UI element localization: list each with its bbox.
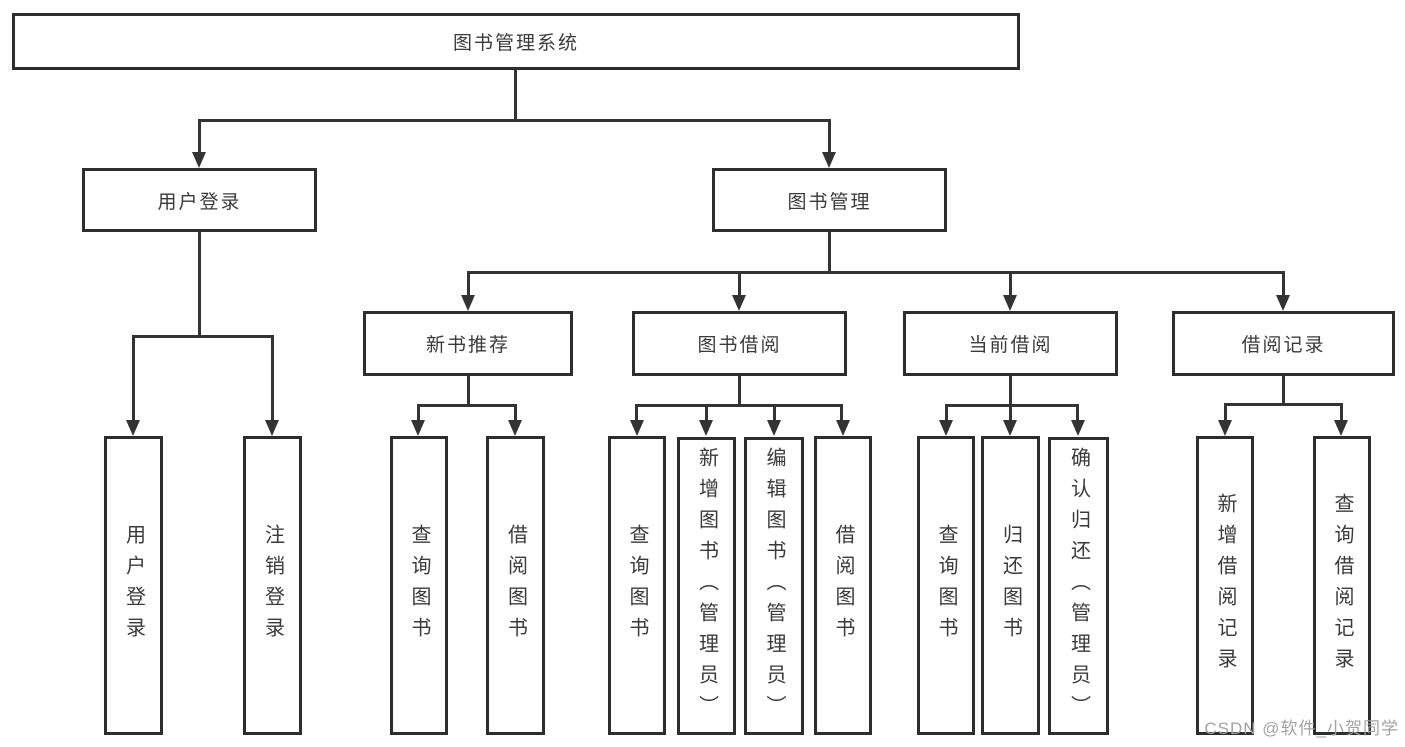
connector-line — [1076, 404, 1079, 422]
arrowhead-icon — [699, 420, 713, 436]
node-new-book-recommend: 新书推荐 — [363, 311, 573, 376]
leaf-label: 查询图书 — [935, 523, 957, 648]
connector-line — [132, 335, 135, 423]
leaf-bb-query-books: 查询图书 — [608, 436, 666, 735]
connector-line — [635, 404, 638, 422]
connector-line — [635, 404, 843, 407]
arrowhead-icon — [1003, 295, 1017, 311]
leaf-label: 编辑图书（管理员） — [763, 446, 785, 726]
leaf-bb-add-books-admin: 新增图书（管理员） — [677, 437, 736, 735]
connector-line — [467, 376, 470, 407]
leaf-label: 借阅图书 — [832, 523, 854, 648]
leaf-cb-confirm-return-admin: 确认归还（管理员） — [1048, 437, 1109, 735]
arrowhead-icon — [939, 420, 953, 436]
arrowhead-icon — [411, 420, 425, 436]
connector-line — [132, 335, 274, 338]
node-label: 图书管理 — [787, 191, 872, 213]
arrowhead-icon — [630, 420, 644, 436]
leaf-label: 查询图书 — [626, 523, 648, 648]
connector-line — [198, 232, 201, 337]
connector-line — [1009, 404, 1012, 422]
arrowhead-icon — [461, 295, 475, 311]
node-label: 用户登录 — [157, 191, 242, 213]
node-label: 当前借阅 — [968, 335, 1053, 356]
node-book-management: 图书管理 — [712, 168, 947, 232]
connector-line — [1009, 376, 1012, 407]
leaf-logout: 注销登录 — [243, 436, 302, 735]
leaf-label: 归还图书 — [999, 523, 1022, 648]
connector-line — [945, 404, 948, 422]
arrowhead-icon — [1218, 420, 1232, 436]
arrowhead-icon — [1334, 420, 1348, 436]
connector-line — [417, 404, 517, 407]
node-label: 图书借阅 — [697, 335, 782, 356]
leaf-cb-query-books: 查询图书 — [917, 436, 975, 735]
connector-line — [828, 232, 831, 274]
connector-line — [271, 335, 274, 423]
leaf-bb-edit-books-admin: 编辑图书（管理员） — [744, 437, 804, 735]
connector-line — [1340, 403, 1343, 422]
node-label: 图书管理系统 — [452, 33, 579, 54]
arrowhead-icon — [1003, 420, 1017, 436]
arrowhead-icon — [508, 420, 522, 436]
connector-line — [773, 404, 776, 422]
connector-line — [1282, 271, 1285, 298]
connector-line — [467, 271, 470, 298]
connector-line — [828, 119, 831, 154]
arrowhead-icon — [767, 420, 781, 436]
connector-line — [514, 404, 517, 422]
arrowhead-icon — [822, 152, 836, 168]
arrowhead-icon — [1276, 295, 1290, 311]
leaf-br-add-record: 新增借阅记录 — [1196, 436, 1254, 735]
connector-line — [198, 119, 201, 154]
connector-line — [1224, 403, 1342, 406]
node-book-borrow: 图书借阅 — [632, 311, 847, 376]
leaf-label: 新增图书（管理员） — [695, 446, 718, 726]
node-label: 借阅记录 — [1241, 335, 1326, 356]
arrowhead-icon — [126, 420, 140, 436]
leaf-user-login: 用户登录 — [104, 436, 163, 735]
node-borrow-records: 借阅记录 — [1172, 311, 1395, 376]
leaf-label: 查询图书 — [408, 523, 430, 648]
leaf-label: 确认归还（管理员） — [1067, 446, 1090, 726]
node-label: 新书推荐 — [425, 335, 510, 356]
leaf-br-query-record: 查询借阅记录 — [1313, 436, 1371, 735]
node-user-login: 用户登录 — [82, 168, 317, 232]
leaf-cb-return-books: 归还图书 — [981, 436, 1040, 735]
node-current-borrow: 当前借阅 — [903, 311, 1118, 376]
connector-line — [467, 271, 1285, 274]
leaf-label: 用户登录 — [122, 523, 145, 648]
leaf-label: 注销登录 — [261, 523, 284, 648]
leaf-nb-query-books: 查询图书 — [390, 436, 448, 735]
watermark-text: CSDN @软件_小贺同学 — [1204, 719, 1399, 738]
leaf-label: 借阅图书 — [504, 523, 527, 648]
connector-line — [738, 376, 741, 407]
connector-line — [1282, 376, 1285, 406]
leaf-bb-borrow-books: 借阅图书 — [814, 436, 872, 735]
connector-line — [738, 271, 741, 298]
arrowhead-icon — [836, 420, 850, 436]
connector-line — [840, 404, 843, 422]
connector-line — [514, 70, 517, 120]
arrowhead-icon — [265, 420, 279, 436]
connector-line — [198, 119, 831, 122]
node-library-system: 图书管理系统 — [12, 13, 1020, 70]
connector-line — [945, 404, 1079, 407]
connector-line — [705, 404, 708, 422]
connector-line — [1224, 403, 1227, 422]
connector-line — [1009, 271, 1012, 298]
arrowhead-icon — [1071, 420, 1085, 436]
leaf-label: 查询借阅记录 — [1331, 492, 1353, 679]
connector-line — [417, 404, 420, 422]
arrowhead-icon — [192, 152, 206, 168]
leaf-label: 新增借阅记录 — [1214, 492, 1236, 679]
leaf-nb-borrow-books: 借阅图书 — [486, 436, 545, 735]
arrowhead-icon — [732, 295, 746, 311]
